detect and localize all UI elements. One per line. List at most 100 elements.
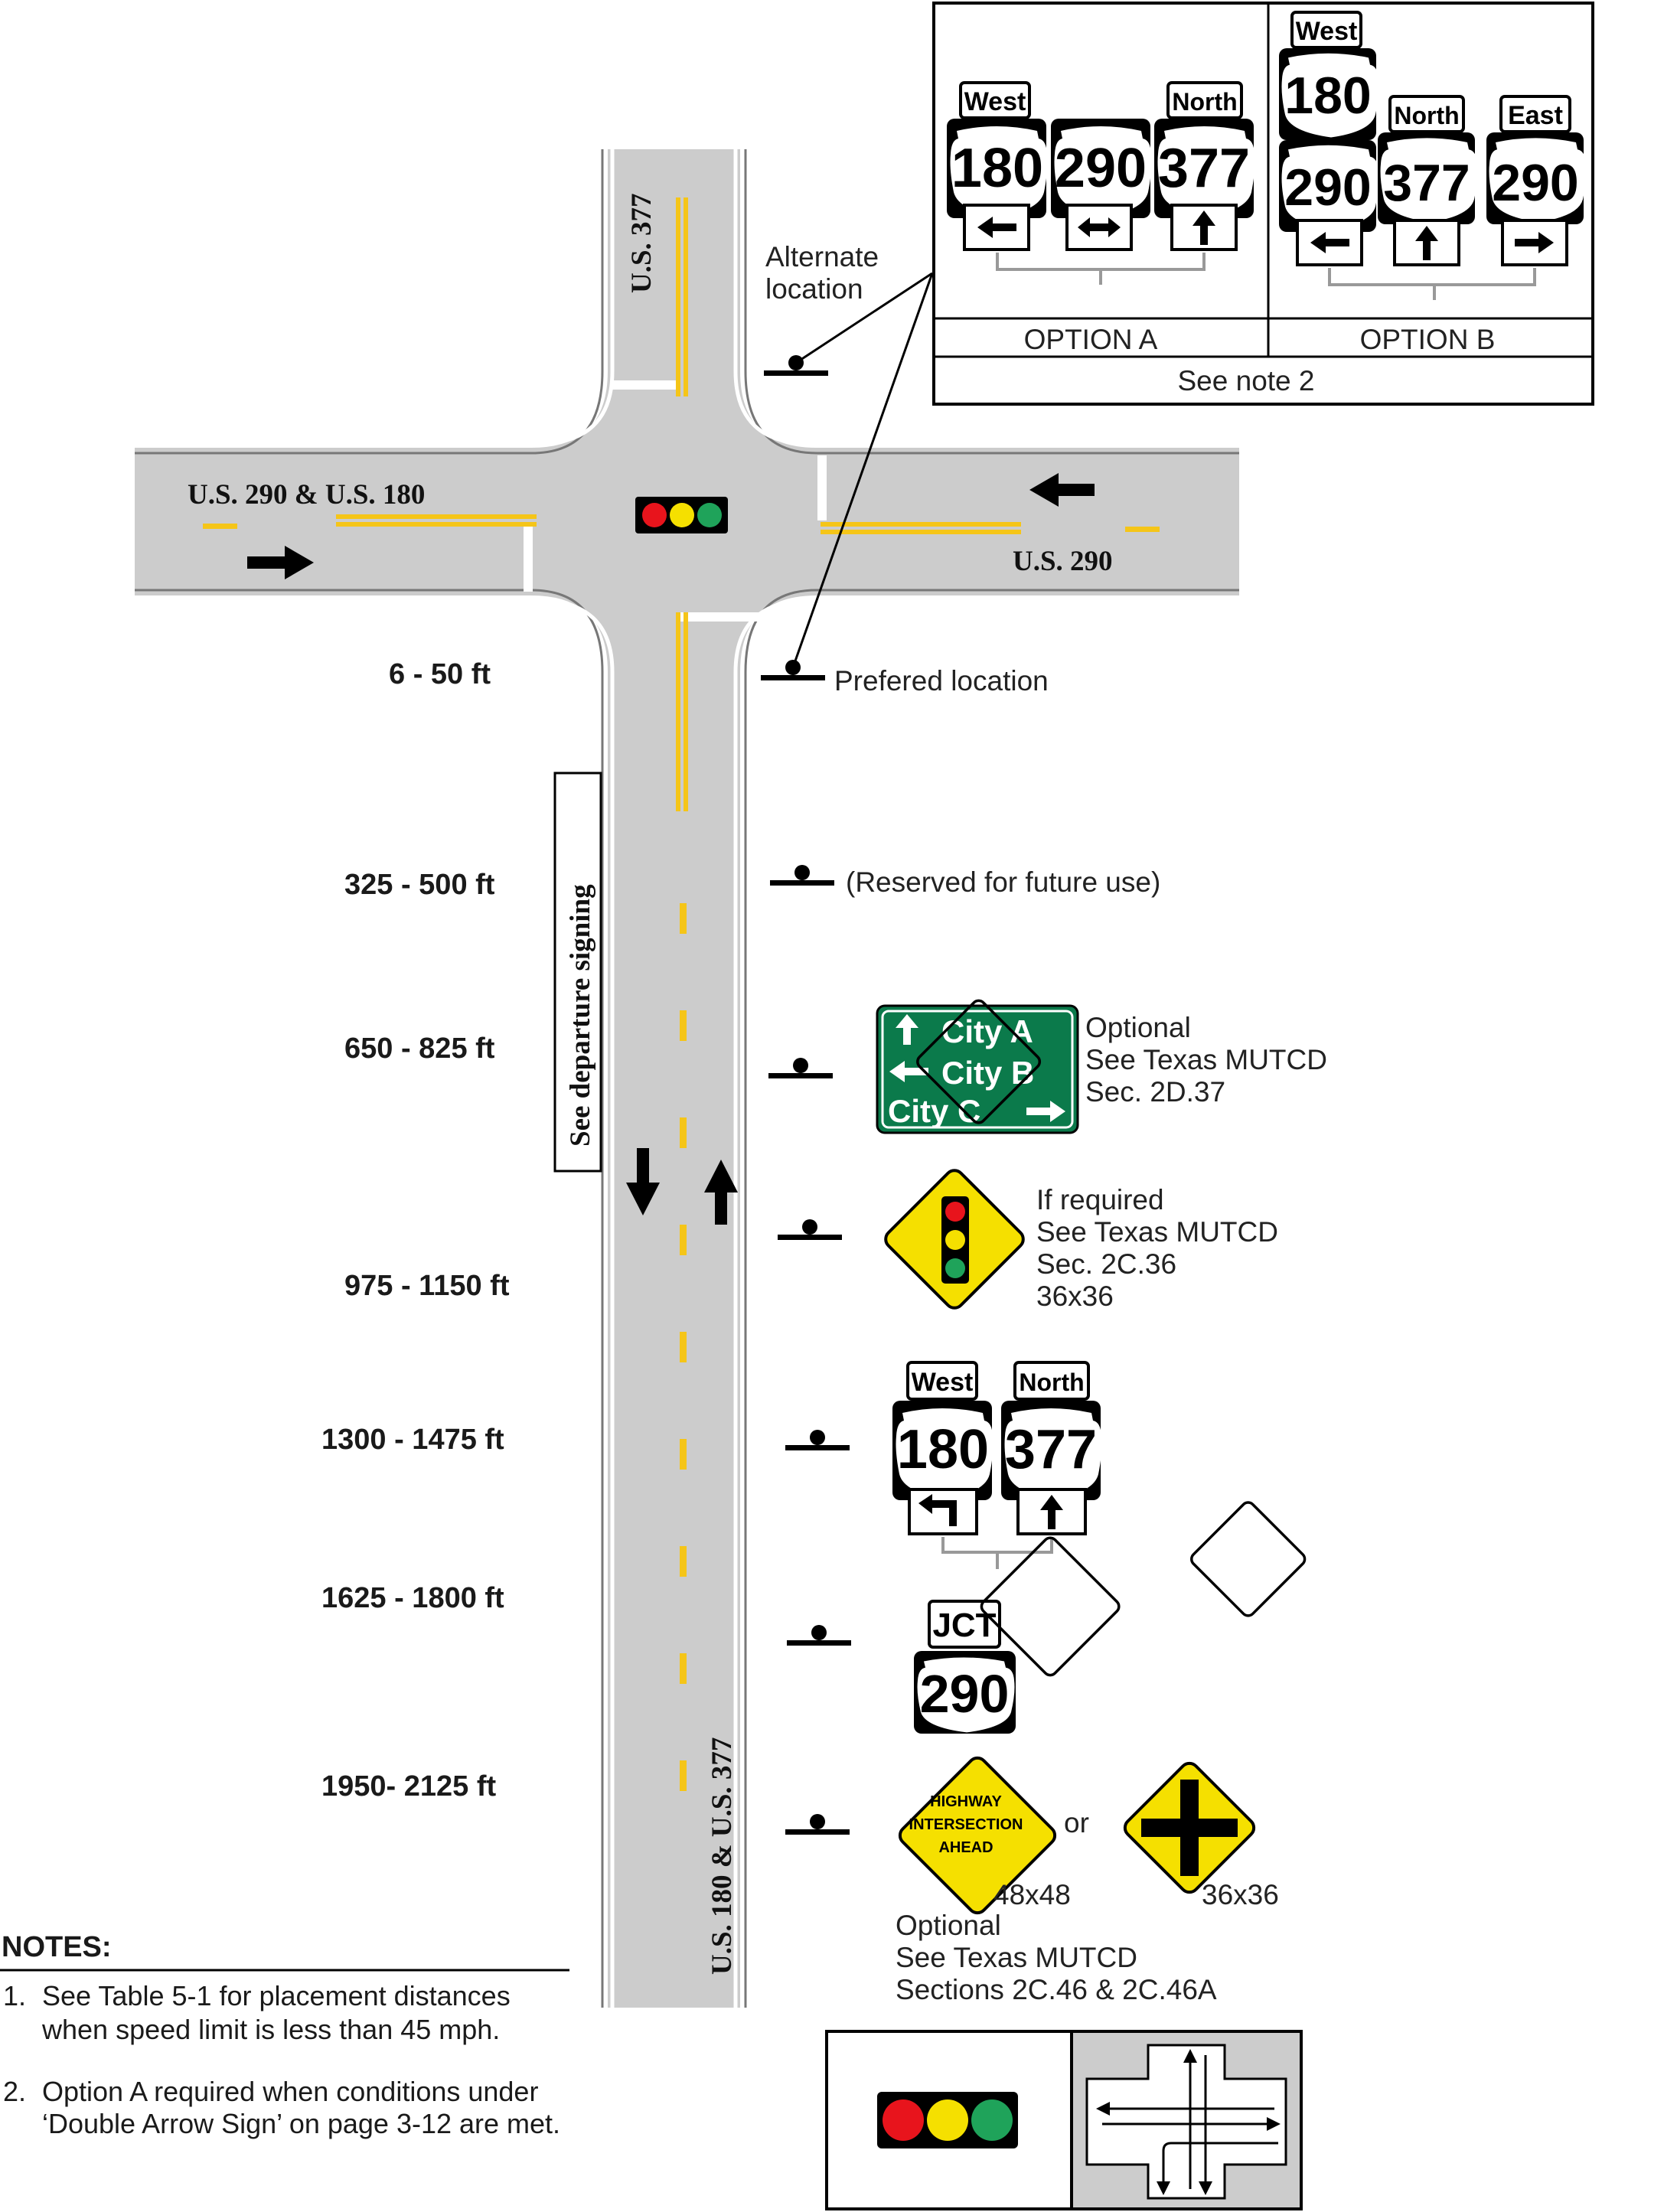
sign-post-325 bbox=[770, 865, 834, 886]
lane-assignment-inset: OPTION A OPTION B See note 2 West 180 29… bbox=[932, 2, 1594, 406]
or-connector: or bbox=[1064, 1807, 1089, 1838]
svg-text:36x36: 36x36 bbox=[1036, 1281, 1114, 1312]
svg-text:Option A required when conditi: Option A required when conditions under bbox=[42, 2076, 538, 2107]
us-route-shield-180: 180 bbox=[892, 1401, 993, 1500]
svg-text:325 - 500 ft: 325 - 500 ft bbox=[344, 869, 495, 901]
svg-text:location: location bbox=[765, 273, 863, 305]
road-name-south: U.S. 180 & U.S. 377 bbox=[706, 1737, 738, 1975]
skip-line-dash bbox=[680, 1225, 687, 1255]
svg-text:City C: City C bbox=[888, 1093, 980, 1129]
us-route-shield-377: 377 bbox=[1378, 132, 1478, 224]
svg-text:180: 180 bbox=[951, 138, 1043, 199]
skip-line-dash bbox=[680, 1010, 687, 1041]
cardinal-west-plaque: West bbox=[906, 1361, 978, 1401]
svg-text:290: 290 bbox=[920, 1664, 1010, 1724]
pavement bbox=[135, 149, 1239, 2008]
svg-text:West: West bbox=[912, 1368, 974, 1397]
road-name-west: U.S. 290 & U.S. 180 bbox=[188, 479, 425, 511]
cardinal-north-plaque: North bbox=[1166, 81, 1243, 119]
notes-section: NOTES: 1. See Table 5-1 for placement di… bbox=[0, 1931, 569, 2139]
highway-intersection-ahead-sign: HIGHWAY INTERSECTION AHEAD bbox=[898, 1536, 1121, 1915]
svg-text:If required: If required bbox=[1036, 1184, 1164, 1215]
us-route-shield-290: 290 bbox=[914, 1651, 1016, 1734]
westbound-arrow-icon bbox=[1029, 473, 1095, 507]
skip-line-dash bbox=[680, 903, 687, 934]
southbound-arrow-icon bbox=[626, 1148, 660, 1215]
svg-text:West: West bbox=[964, 87, 1026, 116]
us-route-shield-290: 290 bbox=[1279, 140, 1379, 232]
svg-text:180: 180 bbox=[897, 1419, 989, 1480]
svg-text:See departure signing: See departure signing bbox=[565, 884, 596, 1147]
svg-text:North: North bbox=[1019, 1369, 1084, 1396]
intersection-movement-legend-icon bbox=[1085, 2044, 1287, 2200]
sign-post-975 bbox=[778, 1219, 842, 1240]
sign-post-1950 bbox=[785, 1814, 850, 1835]
us-route-shield-377: 377 bbox=[1154, 119, 1255, 218]
notes-heading: NOTES: bbox=[2, 1931, 112, 1963]
svg-text:377: 377 bbox=[1383, 154, 1470, 212]
svg-text:1625 - 1800 ft: 1625 - 1800 ft bbox=[321, 1582, 504, 1614]
svg-text:36x36: 36x36 bbox=[1202, 1879, 1279, 1910]
svg-text:377: 377 bbox=[1158, 138, 1250, 199]
arrow-right-icon bbox=[1026, 1101, 1065, 1122]
svg-text:290: 290 bbox=[1055, 138, 1147, 199]
road-name-north: U.S. 377 bbox=[626, 193, 657, 293]
arrow-right-icon bbox=[1501, 219, 1568, 266]
cardinal-west-plaque: West bbox=[1290, 11, 1362, 49]
cardinal-west-plaque: West bbox=[959, 81, 1031, 119]
skip-line-dash bbox=[680, 1439, 687, 1470]
skip-line-dash bbox=[680, 1117, 687, 1148]
reserved-label: (Reserved for future use) bbox=[846, 866, 1160, 898]
see-note-label: See note 2 bbox=[1178, 365, 1315, 396]
sign-post-1300 bbox=[785, 1430, 850, 1450]
arrow-up-icon bbox=[896, 1014, 918, 1045]
option-b-signs: West 180 290 North 377 East 290 bbox=[1279, 11, 1587, 300]
svg-text:650 - 825 ft: 650 - 825 ft bbox=[344, 1033, 495, 1065]
junction-assembly: JCT 290 bbox=[914, 1600, 1016, 1734]
placement-distances: 6 - 50 ft 325 - 500 ft 650 - 825 ft 975 … bbox=[321, 658, 510, 1803]
sign-post-symbols bbox=[761, 355, 851, 1835]
sign-post-preferred bbox=[761, 660, 825, 680]
turn-left-arrow-icon bbox=[908, 1488, 978, 1535]
road-name-east: U.S. 290 bbox=[1013, 546, 1113, 577]
svg-text:Optional: Optional bbox=[896, 1910, 1001, 1941]
svg-text:See Texas MUTCD: See Texas MUTCD bbox=[1085, 1044, 1327, 1075]
option-b-label: OPTION B bbox=[1360, 324, 1496, 355]
svg-text:JCT: JCT bbox=[932, 1607, 996, 1644]
arrow-left-icon bbox=[963, 204, 1030, 251]
svg-text:East: East bbox=[1508, 101, 1563, 130]
svg-text:1950- 2125 ft: 1950- 2125 ft bbox=[321, 1770, 496, 1803]
option-a-label: OPTION A bbox=[1024, 324, 1158, 355]
svg-text:North: North bbox=[1172, 88, 1237, 116]
skip-line-dash bbox=[680, 1546, 687, 1577]
cardinal-north-plaque: North bbox=[1388, 95, 1465, 133]
svg-text:Sections 2C.46 & 2C.46A: Sections 2C.46 & 2C.46A bbox=[896, 1974, 1217, 2005]
svg-text:HIGHWAY: HIGHWAY bbox=[930, 1793, 1002, 1810]
arrow-up-icon bbox=[1393, 219, 1460, 266]
crossroad-warning-sign bbox=[1123, 1501, 1307, 1894]
eastbound-arrow-icon bbox=[247, 546, 314, 579]
option-a-signs: West 180 290 North 377 bbox=[947, 81, 1255, 285]
svg-text:975 - 1150 ft: 975 - 1150 ft bbox=[344, 1270, 510, 1302]
legend-box bbox=[825, 2030, 1303, 2210]
svg-text:See Texas MUTCD: See Texas MUTCD bbox=[1036, 1216, 1278, 1248]
arrow-left-right-icon bbox=[1065, 204, 1133, 251]
signal-legend-icon bbox=[877, 2092, 1018, 2148]
svg-text:180: 180 bbox=[1284, 67, 1371, 125]
arrow-up-icon bbox=[1170, 204, 1238, 251]
roadway bbox=[135, 149, 1239, 2008]
svg-text:6 - 50 ft: 6 - 50 ft bbox=[389, 658, 491, 690]
cardinal-east-plaque: East bbox=[1499, 95, 1571, 133]
svg-text:48x48: 48x48 bbox=[993, 1879, 1071, 1910]
departure-signing-box: See departure signing bbox=[553, 772, 602, 1173]
signal-ahead-warning-sign bbox=[884, 999, 1042, 1310]
sign-post-1625 bbox=[787, 1625, 851, 1646]
svg-text:‘Double Arrow Sign’ on page 3-: ‘Double Arrow Sign’ on page 3-12 are met… bbox=[42, 2108, 560, 2139]
svg-text:377: 377 bbox=[1005, 1419, 1097, 1480]
svg-text:1.: 1. bbox=[3, 1980, 26, 2011]
us-route-shield-180: 180 bbox=[947, 119, 1048, 218]
skip-line-dash bbox=[680, 1760, 687, 1791]
destination-guide-sign: City A City B City C bbox=[876, 1004, 1079, 1134]
crossroad-symbol-icon bbox=[1141, 1780, 1238, 1876]
